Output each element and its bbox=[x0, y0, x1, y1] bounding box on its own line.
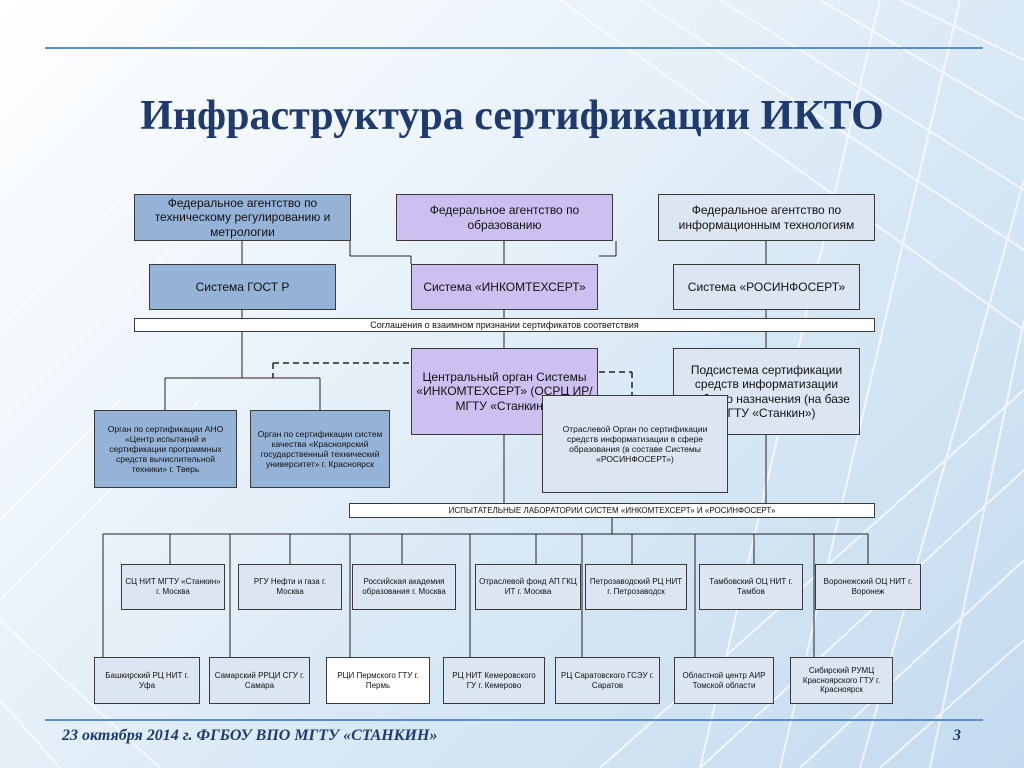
lab-row1-item: Петрозаводский РЦ НИТ г. Петрозаводск bbox=[585, 564, 687, 610]
lab-row1-item: Отраслевой фонд АП ГКЦ ИТ г. Москва bbox=[475, 564, 581, 610]
cert-body-krasnoyarsk: Орган по сертификации систем качества «К… bbox=[250, 410, 390, 488]
testing-labs-header: ИСПЫТАТЕЛЬНЫЕ ЛАБОРАТОРИИ СИСТЕМ «ИНКОМТ… bbox=[349, 503, 875, 518]
lab-row1-item: Тамбовский ОЦ НИТ г. Тамбов bbox=[699, 564, 803, 610]
lab-row1-item: РГУ Нефти и газа г. Москва bbox=[238, 564, 342, 610]
lab-row1-item: СЦ НИТ МГТУ «Станкин» г. Москва bbox=[121, 564, 225, 610]
bottom-divider-line bbox=[45, 719, 983, 721]
lab-row1-item: Воронежский ОЦ НИТ г. Воронеж bbox=[815, 564, 921, 610]
top-divider-line bbox=[45, 47, 983, 49]
lab-row2-item: Областной центр АИР Томской области bbox=[674, 657, 774, 704]
agency-technical-regulation: Федеральное агентство по техническому ре… bbox=[134, 194, 351, 241]
slide-footer: 23 октября 2014 г. ФГБОУ ВПО МГТУ «СТАНК… bbox=[62, 727, 438, 744]
system-inkomtekhsert: Система «ИНКОМТЕХСЕРТ» bbox=[411, 264, 598, 310]
lab-row1-item: Российская академия образования г. Москв… bbox=[352, 564, 456, 610]
lab-row2-item: Сибирский РУМЦ Красноярского ГТУ г. Крас… bbox=[790, 657, 893, 704]
lab-row2-item: Самарский РРЦИ СГУ г. Самара bbox=[209, 657, 310, 704]
lab-row2-item: РЦ Саратовского ГСЭУ г. Саратов bbox=[555, 657, 660, 704]
mutual-recognition-agreement: Соглашения о взаимном признании сертифик… bbox=[134, 318, 875, 332]
industry-certification-body: Отраслевой Орган по сертификации средств… bbox=[542, 395, 728, 493]
agency-information-technology: Федеральное агентство по информационным … bbox=[658, 194, 875, 241]
system-gost-r: Система ГОСТ Р bbox=[149, 264, 336, 310]
cert-body-tver: Орган по сертификации АНО «Центр испытан… bbox=[94, 410, 237, 488]
slide-title: Инфраструктура сертификации ИКТО bbox=[140, 93, 884, 139]
system-rosinfosert: Система «РОСИНФОСЕРТ» bbox=[673, 264, 860, 310]
lab-row2-item: Башкирский РЦ НИТ г. Уфа bbox=[94, 657, 200, 704]
lab-row2-item: РЦ НИТ Кемеровского ГУ г. Кемерово bbox=[443, 657, 545, 704]
page-number: 3 bbox=[953, 727, 961, 744]
lab-row2-item: РЦИ Пермского ГТУ г. Пермь bbox=[326, 657, 430, 704]
agency-education: Федеральное агентство по образованию bbox=[396, 194, 613, 241]
